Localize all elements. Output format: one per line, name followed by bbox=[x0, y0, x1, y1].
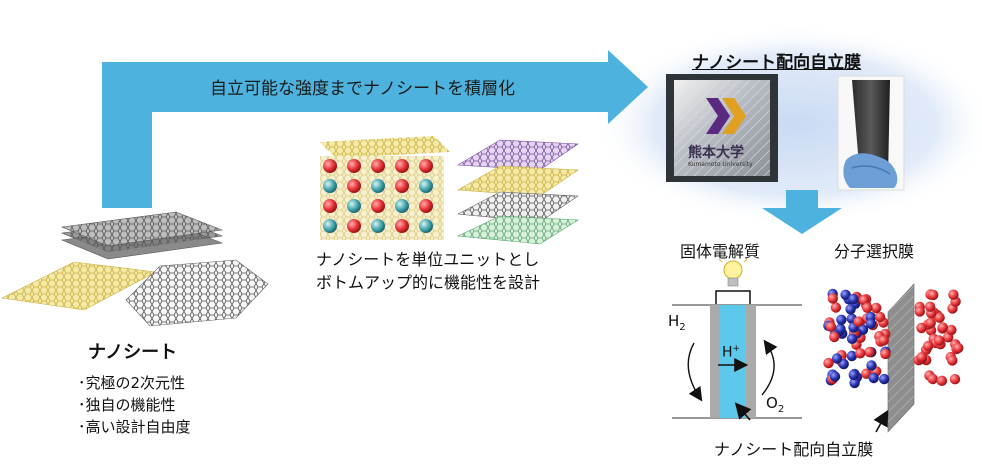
perovskite-atom bbox=[371, 179, 385, 193]
nanosheet-stack bbox=[62, 212, 222, 259]
o2-label: O2 bbox=[766, 394, 784, 415]
molecule-right bbox=[937, 376, 947, 386]
perovskite-atom bbox=[323, 179, 337, 193]
molecule-left bbox=[866, 360, 876, 370]
perovskite-atom bbox=[371, 199, 385, 213]
molecule-right bbox=[950, 374, 960, 384]
perovskite-atom bbox=[347, 179, 361, 193]
molecule-right bbox=[938, 322, 948, 332]
molecule-left bbox=[847, 334, 857, 344]
perovskite-atom bbox=[371, 159, 385, 173]
bullet-3: ･高い設計自由度 bbox=[78, 417, 191, 438]
film-photo-hand bbox=[838, 76, 904, 190]
perovskite-block bbox=[320, 136, 450, 240]
perovskite-atom bbox=[419, 179, 433, 193]
molecule-left bbox=[845, 304, 855, 314]
molecule-left bbox=[869, 373, 879, 383]
molecule-right bbox=[925, 302, 935, 312]
perovskite-atom bbox=[347, 219, 361, 233]
molecule-right bbox=[928, 374, 938, 384]
molecule-left bbox=[879, 335, 889, 345]
molecule-left bbox=[853, 316, 863, 326]
molecule-left bbox=[879, 374, 889, 384]
molecule-left bbox=[864, 347, 874, 357]
molecule-right bbox=[947, 355, 957, 365]
molecule-left bbox=[871, 303, 881, 313]
perovskite-atom bbox=[395, 179, 409, 193]
molecule-right bbox=[928, 290, 938, 300]
perovskite-atom bbox=[323, 199, 337, 213]
molecule-left bbox=[855, 348, 865, 358]
molecule-left bbox=[875, 312, 885, 322]
molecule-left bbox=[828, 293, 838, 303]
molecule-right bbox=[926, 318, 936, 328]
molecule-left bbox=[826, 322, 836, 332]
perovskite-atom bbox=[347, 159, 361, 173]
molecule-left bbox=[823, 358, 833, 368]
h2-label: H2 bbox=[668, 312, 686, 333]
bullet-1: ･究極の2次元性 bbox=[78, 373, 185, 394]
selective-membrane bbox=[823, 284, 963, 432]
molecule-right bbox=[923, 341, 933, 351]
design-line-2: ボトムアップ的に機能性を設計 bbox=[316, 272, 540, 294]
molecule-left bbox=[830, 371, 840, 381]
film-title: ナノシート配向自立膜 bbox=[692, 48, 861, 73]
molecule-right bbox=[953, 343, 963, 353]
banner-text: 自立可能な強度までナノシートを積層化 bbox=[210, 74, 515, 99]
perovskite-atom bbox=[395, 219, 409, 233]
hplus-label: H+ bbox=[722, 344, 740, 361]
molecule-right bbox=[915, 306, 925, 316]
bullet-2: ･独自の機能性 bbox=[78, 395, 176, 416]
perovskite-atom bbox=[419, 159, 433, 173]
logo-roman: Kumamoto University bbox=[688, 161, 753, 168]
perovskite-atom bbox=[323, 159, 337, 173]
molecule-left bbox=[836, 315, 846, 325]
design-line-1: ナノシートを単位ユニットとし bbox=[316, 249, 539, 271]
bottom-film-label: ナノシート配向自立膜 bbox=[714, 436, 873, 460]
molecule-left bbox=[829, 332, 839, 342]
perovskite-atom bbox=[371, 219, 385, 233]
perovskite-atom bbox=[395, 199, 409, 213]
nanosheet-title: ナノシート bbox=[88, 338, 177, 364]
perovskite-atom bbox=[323, 219, 337, 233]
molecule-left bbox=[831, 302, 841, 312]
perovskite-atom bbox=[395, 159, 409, 173]
solid-electrolyte-label: 固体電解質 bbox=[680, 238, 760, 262]
molecule-left bbox=[862, 303, 872, 313]
molecule-left bbox=[866, 319, 876, 329]
logo-kanji: 熊本大学 bbox=[688, 142, 744, 162]
molecule-left bbox=[848, 294, 858, 304]
stacked-sheets bbox=[458, 140, 578, 244]
perovskite-atom bbox=[419, 199, 433, 213]
molecule-left bbox=[880, 349, 890, 359]
perovskite-atom bbox=[419, 219, 433, 233]
molecule-right bbox=[948, 290, 958, 300]
graphene-sheet bbox=[126, 260, 268, 326]
perovskite-atom bbox=[347, 199, 361, 213]
molecule-left bbox=[849, 370, 859, 380]
molecule-right bbox=[934, 335, 944, 345]
molecule-right bbox=[916, 323, 926, 333]
selective-membrane-label: 分子選択膜 bbox=[834, 238, 914, 262]
molecule-right bbox=[917, 352, 927, 362]
